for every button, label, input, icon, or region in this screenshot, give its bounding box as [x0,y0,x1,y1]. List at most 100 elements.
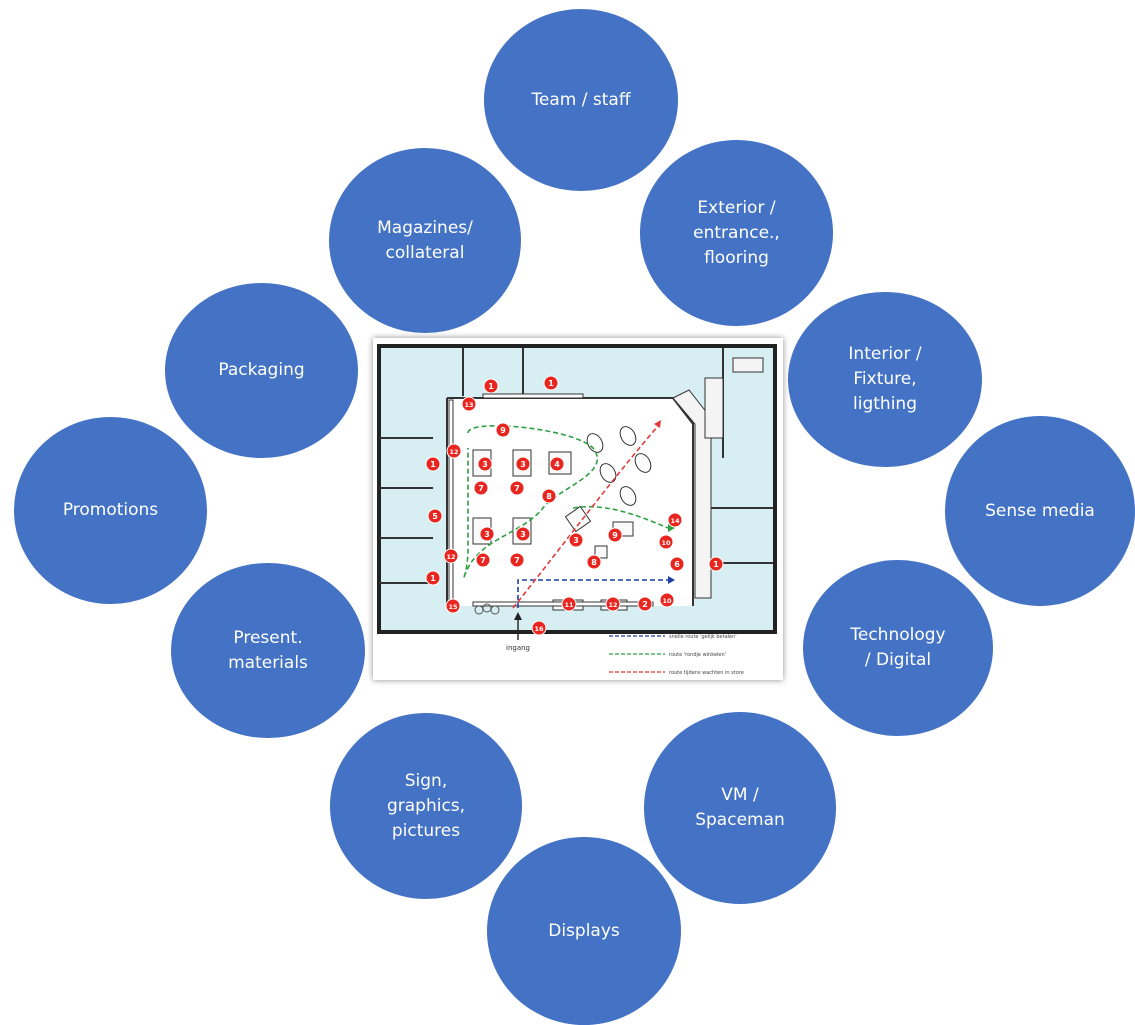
pin-circle [669,556,685,572]
pin-marker: 6 [669,556,685,572]
circle-exterior-entrance: Exterior / entrance., flooring [640,140,833,326]
service-counter [672,357,764,599]
customer-routes [462,420,675,609]
pin-marker: 2 [637,596,653,612]
circle-promotions: Promotions [14,417,207,604]
circle-displays: Displays [487,837,681,1025]
pin-circle [479,526,495,542]
pin-circle [667,512,683,528]
pin-marker: 14 [667,512,683,528]
pin-marker: 15 [445,598,461,614]
pin-circle [586,554,602,570]
pin-circle [425,456,441,472]
pin-marker: 4 [549,456,565,472]
pin-circle [541,488,557,504]
pin-circle [495,422,511,438]
sales-floor [447,398,693,606]
pin-label: 9 [500,426,506,435]
pin-marker: 12 [605,596,621,612]
bicycle-stand [474,603,500,615]
pin-marker: 16 [531,620,547,636]
pin-circle [708,556,724,572]
pin-marker: 1 [483,378,499,394]
pin-label: 8 [546,492,552,501]
pin-label: 12 [446,553,455,561]
pin-marker: 12 [446,443,462,459]
pin-label: 11 [564,601,574,609]
pin-label: 10 [661,539,671,547]
pin-circle [446,443,462,459]
circle-technology-digital: Technology / Digital [803,560,993,736]
circle-magazines-collateral: Magazines/ collateral [329,148,521,333]
pin-marker: 8 [586,554,602,570]
entrance-arrow: ingang [506,612,530,652]
pin-circle [443,548,459,564]
pin-circle [427,508,443,524]
pin-marker: 8 [541,488,557,504]
pin-label: 5 [432,512,438,521]
circle-sign-graphics: Sign, graphics, pictures [330,713,522,899]
pin-label: 15 [448,603,458,611]
pin-marker: 10 [659,592,675,608]
pin-label: 1 [713,560,719,569]
pin-marker: 12 [443,548,459,564]
circle-sense-media: Sense media [945,416,1135,606]
pin-label: 10 [662,597,672,605]
store-floor-plan: ingang snelle route 'gelijk betalen' rou… [373,338,783,680]
pin-label: 12 [449,448,458,456]
legend-blue: snelle route 'gelijk betalen' [669,634,737,640]
pin-marker: 5 [427,508,443,524]
pin-marker: 3 [515,456,531,472]
pin-label: 2 [642,600,648,609]
pin-circle [515,456,531,472]
pin-circle [509,480,525,496]
circle-interior-fixture: Interior / Fixture, ligthing [788,292,982,467]
pin-label: 1 [548,379,554,388]
pin-circle [425,570,441,586]
pin-marker: 1 [543,375,559,391]
pin-marker: 1 [425,570,441,586]
pin-label: 8 [591,558,597,567]
pin-label: 3 [573,536,579,545]
pin-circle [461,396,477,412]
circle-packaging: Packaging [165,283,358,458]
pin-circle [659,592,675,608]
pin-circle [473,480,489,496]
pin-marker: 7 [475,552,491,568]
pin-marker: 3 [515,526,531,542]
entrance-label: ingang [506,644,530,652]
circle-present-materials: Present. materials [171,563,365,738]
pin-marker: 7 [509,552,525,568]
pin-label: 6 [674,560,680,569]
pin-label: 3 [520,530,526,539]
pin-circle [543,375,559,391]
pin-label: 3 [520,460,526,469]
pin-label: 7 [514,484,520,493]
pin-label: 16 [534,625,544,633]
pin-marker: 3 [477,456,493,472]
pin-marker: 3 [568,532,584,548]
pin-marker: 3 [479,526,495,542]
pin-circle [549,456,565,472]
pin-label: 14 [670,517,680,525]
pin-label: 3 [484,530,490,539]
circle-team-staff: Team / staff [484,9,678,191]
pin-label: 1 [430,460,436,469]
pin-marker: 7 [509,480,525,496]
pin-marker: 9 [607,527,623,543]
pin-circle [509,552,525,568]
pin-marker: 1 [425,456,441,472]
pin-label: 13 [464,401,473,409]
pin-circle [607,527,623,543]
pin-marker: 11 [561,596,577,612]
pin-marker: 10 [658,534,674,550]
pin-circle [637,596,653,612]
pin-label: 12 [608,601,617,609]
pin-circle [605,596,621,612]
pin-circle [658,534,674,550]
pin-label: 9 [612,531,618,540]
pin-circle [445,598,461,614]
pin-label: 1 [430,574,436,583]
pin-circle [531,620,547,636]
